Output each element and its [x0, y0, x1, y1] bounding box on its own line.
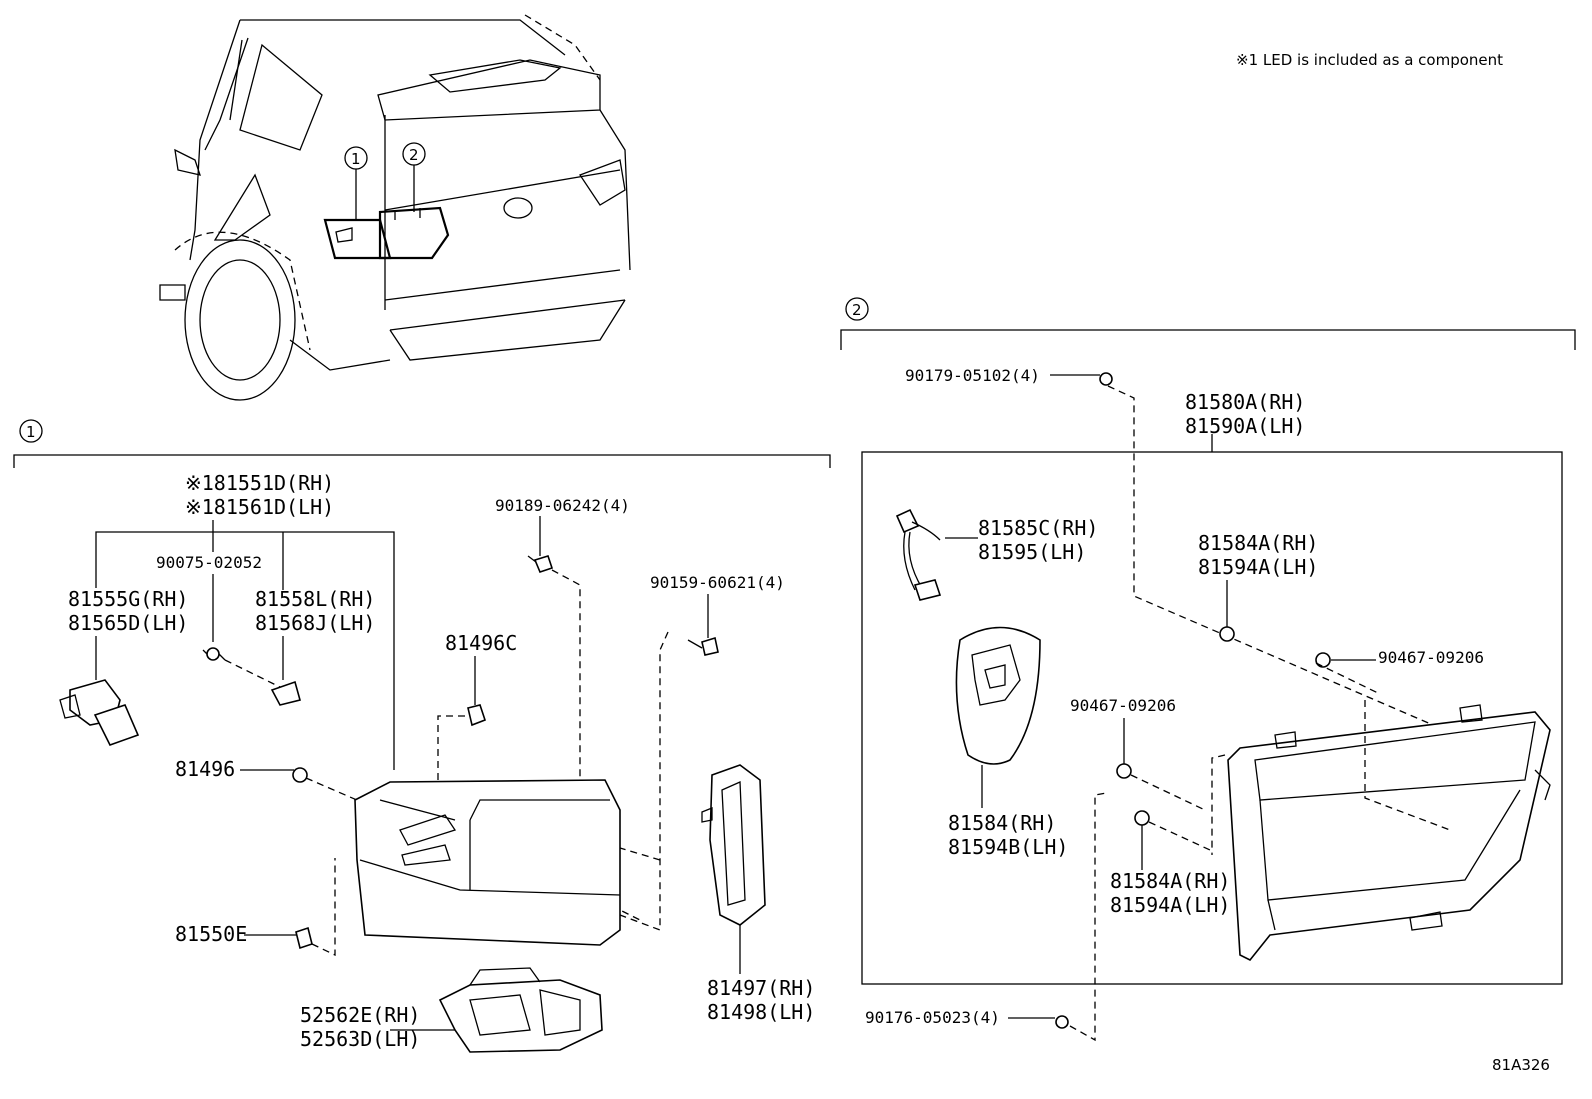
label-clip-81496: 81496: [175, 757, 235, 781]
group-2: 2 90179-05102(4) 81580A(RH) 81590A(LH) 8…: [840, 297, 1576, 1042]
wire-harness-part: [895, 508, 942, 601]
label-stay-rh: 52562E(RH): [300, 1003, 420, 1027]
led-note: ※1 LED is included as a component: [1236, 51, 1503, 69]
label-socket-lh: 81565D(LH): [68, 611, 188, 635]
illustration-code: 81A326: [1492, 1056, 1550, 1074]
label-gasket-lh: 81498(LH): [707, 1000, 815, 1024]
label-screw-90176: 90176-05023(4): [865, 1008, 1000, 1027]
label-bracket-lh: 81568J(LH): [255, 611, 375, 635]
vehicle-callout-2: 2: [409, 146, 419, 164]
label-screw-90075: 90075-02052: [156, 553, 262, 572]
label-socket-rh: 81555G(RH): [68, 587, 188, 611]
label-cover-lh: 81594B(LH): [948, 835, 1068, 859]
screw-90075-part: [202, 647, 226, 661]
socket-part: [59, 679, 140, 746]
label-lamp-lh: 81590A(LH): [1185, 414, 1305, 438]
label-gasket-rh: 81497(RH): [707, 976, 815, 1000]
label-plug-top-lh: 81594A(LH): [1198, 555, 1318, 579]
label-cover-rh: 81584(RH): [948, 811, 1056, 835]
label-nut-left: 90467-09206: [1070, 696, 1176, 715]
label-clip-81496c: 81496C: [445, 631, 517, 655]
gasket-81497-part: [701, 764, 766, 926]
label-plug-top-rh: 81584A(RH): [1198, 531, 1318, 555]
label-plug-mid-rh: 81584A(RH): [1110, 869, 1230, 893]
group-1-marker: 1: [26, 423, 36, 441]
label-stay-lh: 52563D(LH): [300, 1027, 420, 1051]
group-1: 1 ※181551D(RH) ※181561D(LH) 90075-02052 …: [13, 419, 831, 1053]
label-screw-90189: 90189-06242(4): [495, 496, 630, 515]
stay-52562e-part: [438, 967, 603, 1053]
label-nut-right: 90467-09206: [1378, 648, 1484, 667]
rear-combination-lamp: [354, 779, 621, 946]
label-lamp-rh: 81580A(RH): [1185, 390, 1305, 414]
label-bracket-rh: 81558L(RH): [255, 587, 375, 611]
label-led-rh: ※181551D(RH): [185, 471, 334, 495]
vehicle-rear-illustration: 1 2: [159, 14, 631, 401]
vehicle-callout-1: 1: [351, 150, 361, 168]
label-plug-mid-lh: 81594A(LH): [1110, 893, 1230, 917]
tail-lamp-81580a: [1227, 704, 1551, 962]
cover-81584-part: [955, 626, 1041, 765]
label-wire-rh: 81585C(RH): [978, 516, 1098, 540]
label-screw-90179: 90179-05102(4): [905, 366, 1040, 385]
group-2-marker: 2: [852, 301, 862, 319]
label-clip-81550e: 81550E: [175, 922, 247, 946]
label-screw-90159: 90159-60621(4): [650, 573, 785, 592]
label-led-lh: ※181561D(LH): [185, 495, 334, 519]
label-wire-lh: 81595(LH): [978, 540, 1086, 564]
